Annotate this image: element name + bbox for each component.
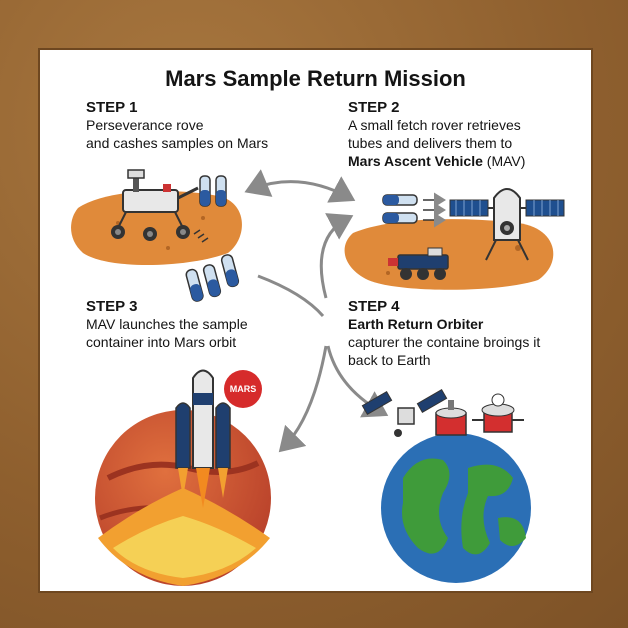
- mars-badge: MARS: [224, 370, 262, 408]
- step-4-line-2: capturer the containe broings it: [348, 334, 541, 350]
- step-3-line-2: container into Mars orbit: [86, 334, 237, 350]
- step-2-line-1: A small fetch rover retrieves: [348, 117, 521, 133]
- step-2-mav-name: Mars Ascent Vehicle: [348, 153, 483, 169]
- step-3-heading: STEP 3: [86, 298, 138, 315]
- step-1-scene: [71, 169, 242, 266]
- step-2-heading: STEP 2: [348, 99, 400, 116]
- arrow-step1-to-step2: [244, 169, 356, 203]
- mars-ground-patch-2: [344, 219, 554, 290]
- step-2-mav-abbr: (MAV): [482, 153, 526, 169]
- step-2-scene: [344, 188, 565, 290]
- fetch-rover-icon: [388, 247, 449, 280]
- step-3-scene: [95, 369, 271, 586]
- step-4: STEP 4 Earth Return Orbiter capturer the…: [348, 298, 578, 369]
- perseverance-rover-icon: [111, 169, 199, 241]
- page-title: Mars Sample Return Mission: [165, 66, 466, 91]
- sample-container-capsule-icon: [435, 400, 467, 436]
- sample-tubes-icon: [199, 175, 227, 207]
- step-2-line-3: Mars Ascent Vehicle (MAV): [348, 152, 568, 170]
- capture-satellite-icon: [472, 393, 524, 433]
- step-4-line-1: Earth Return Orbiter: [348, 316, 484, 332]
- step-1-heading: STEP 1: [86, 99, 138, 116]
- rocket-icon: [175, 369, 231, 508]
- step-3: STEP 3 MAV launches the sample container…: [86, 298, 296, 351]
- step-1-line-2: and cashes samples on Mars: [86, 135, 269, 151]
- step-4-line-3: back to Earth: [348, 352, 431, 368]
- illustrations: [71, 169, 565, 586]
- infographic-poster: Mars Sample Return Mission STEP 1 Persev…: [38, 48, 593, 593]
- arrow-from-tubes: [257, 274, 325, 317]
- mars-ascent-vehicle-icon: [449, 188, 565, 261]
- arrow-to-step3: [278, 345, 328, 453]
- earth-return-orbiter-icon: [361, 388, 448, 437]
- sample-tube-horizontal-icon: [382, 194, 418, 224]
- step-1-line-1: Perseverance rove: [86, 117, 204, 133]
- step-2-line-2: tubes and delivers them to: [348, 135, 513, 151]
- step-4-scene: [361, 388, 531, 583]
- arrow-upward-to-step2: [319, 213, 354, 299]
- step-4-heading: STEP 4: [348, 298, 400, 315]
- flow-arrows: [244, 169, 389, 453]
- cached-tubes-icon: [185, 254, 240, 302]
- mars-ground-patch: [71, 191, 242, 266]
- motion-arrows: [423, 192, 446, 228]
- step-2: STEP 2 A small fetch rover retrieves tub…: [348, 99, 568, 170]
- step-3-line-1: MAV launches the sample: [86, 316, 248, 332]
- step-1: STEP 1 Perseverance rove and cashes samp…: [86, 99, 316, 152]
